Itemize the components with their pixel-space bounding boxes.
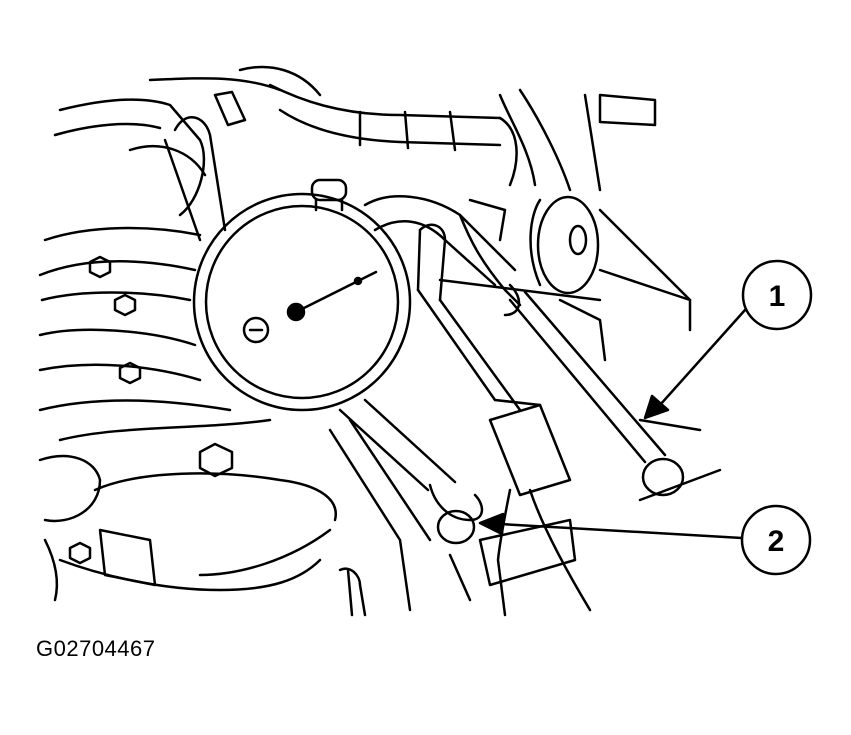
callout-2-number: 2 [768,525,785,558]
leader-arrows [478,308,747,540]
figure-code: G02704467 [36,636,156,661]
indicator-stem [338,398,484,545]
callout-1: 1 [741,259,813,331]
bolt-heads [68,255,234,565]
probe-rod [508,290,722,502]
callout-2: 2 [740,504,812,576]
upper-hoses [148,65,657,242]
callout-1-number: 1 [769,280,786,313]
bracket-and-pulley [438,195,702,432]
engine-block-linework [38,98,337,602]
mounting-arm [328,195,592,617]
dial-indicator [192,178,412,412]
